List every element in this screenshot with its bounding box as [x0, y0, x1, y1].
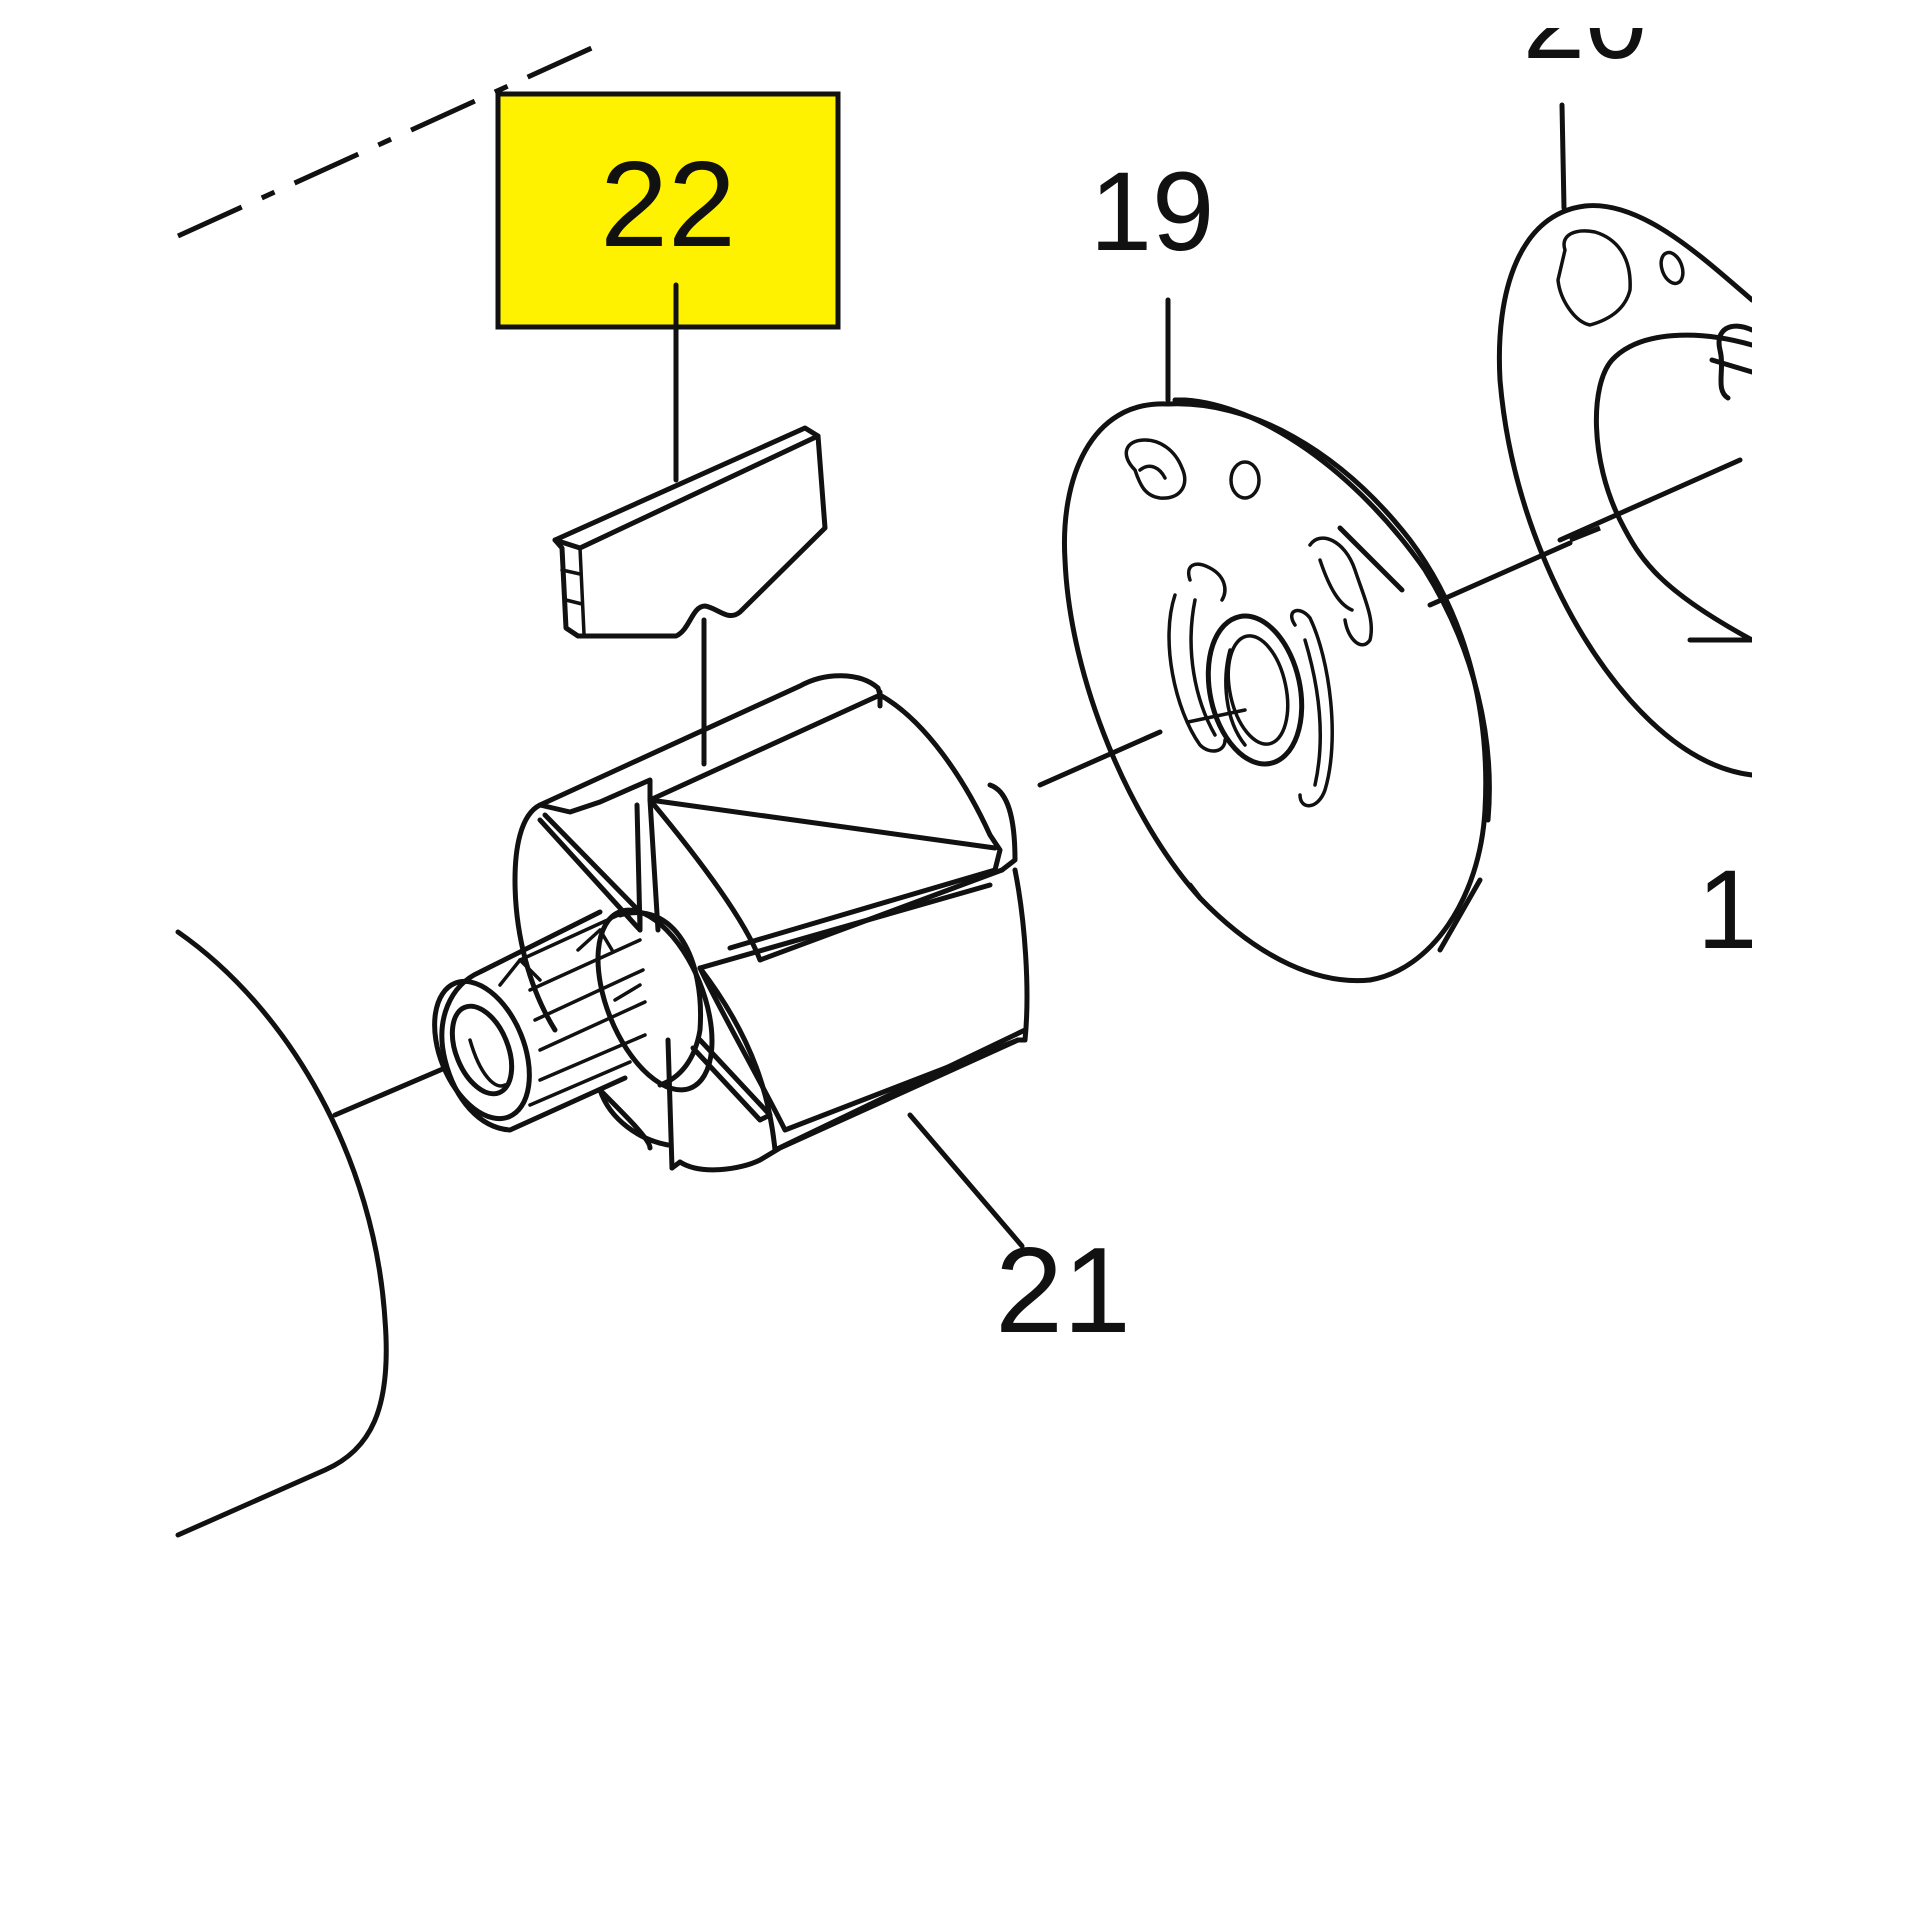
callout-partial-right[interactable]: 1: [1697, 847, 1759, 972]
crop-mask-top: [0, 0, 1920, 28]
gasket-part-partial: [1496, 102, 1755, 778]
crop-mask-right: [1752, 0, 1920, 1920]
callout-partial-right-label: 1: [1697, 847, 1759, 972]
callout-19-label: 19: [1090, 149, 1215, 274]
armature-part-21: [432, 673, 1030, 1249]
callout-22[interactable]: 22: [495, 91, 841, 483]
callout-21[interactable]: 21: [995, 1222, 1131, 1358]
callout-22-highlight-box: [495, 91, 841, 330]
housing-part: [175, 929, 389, 1538]
assembly-axis-lines: [176, 39, 1743, 1118]
callout-21-label: 21: [995, 1222, 1131, 1358]
callout-22-label: 22: [600, 136, 736, 272]
callout-19[interactable]: 19: [1090, 149, 1215, 274]
key-part-22: [552, 425, 828, 767]
end-plate-part-19: [1061, 297, 1492, 984]
